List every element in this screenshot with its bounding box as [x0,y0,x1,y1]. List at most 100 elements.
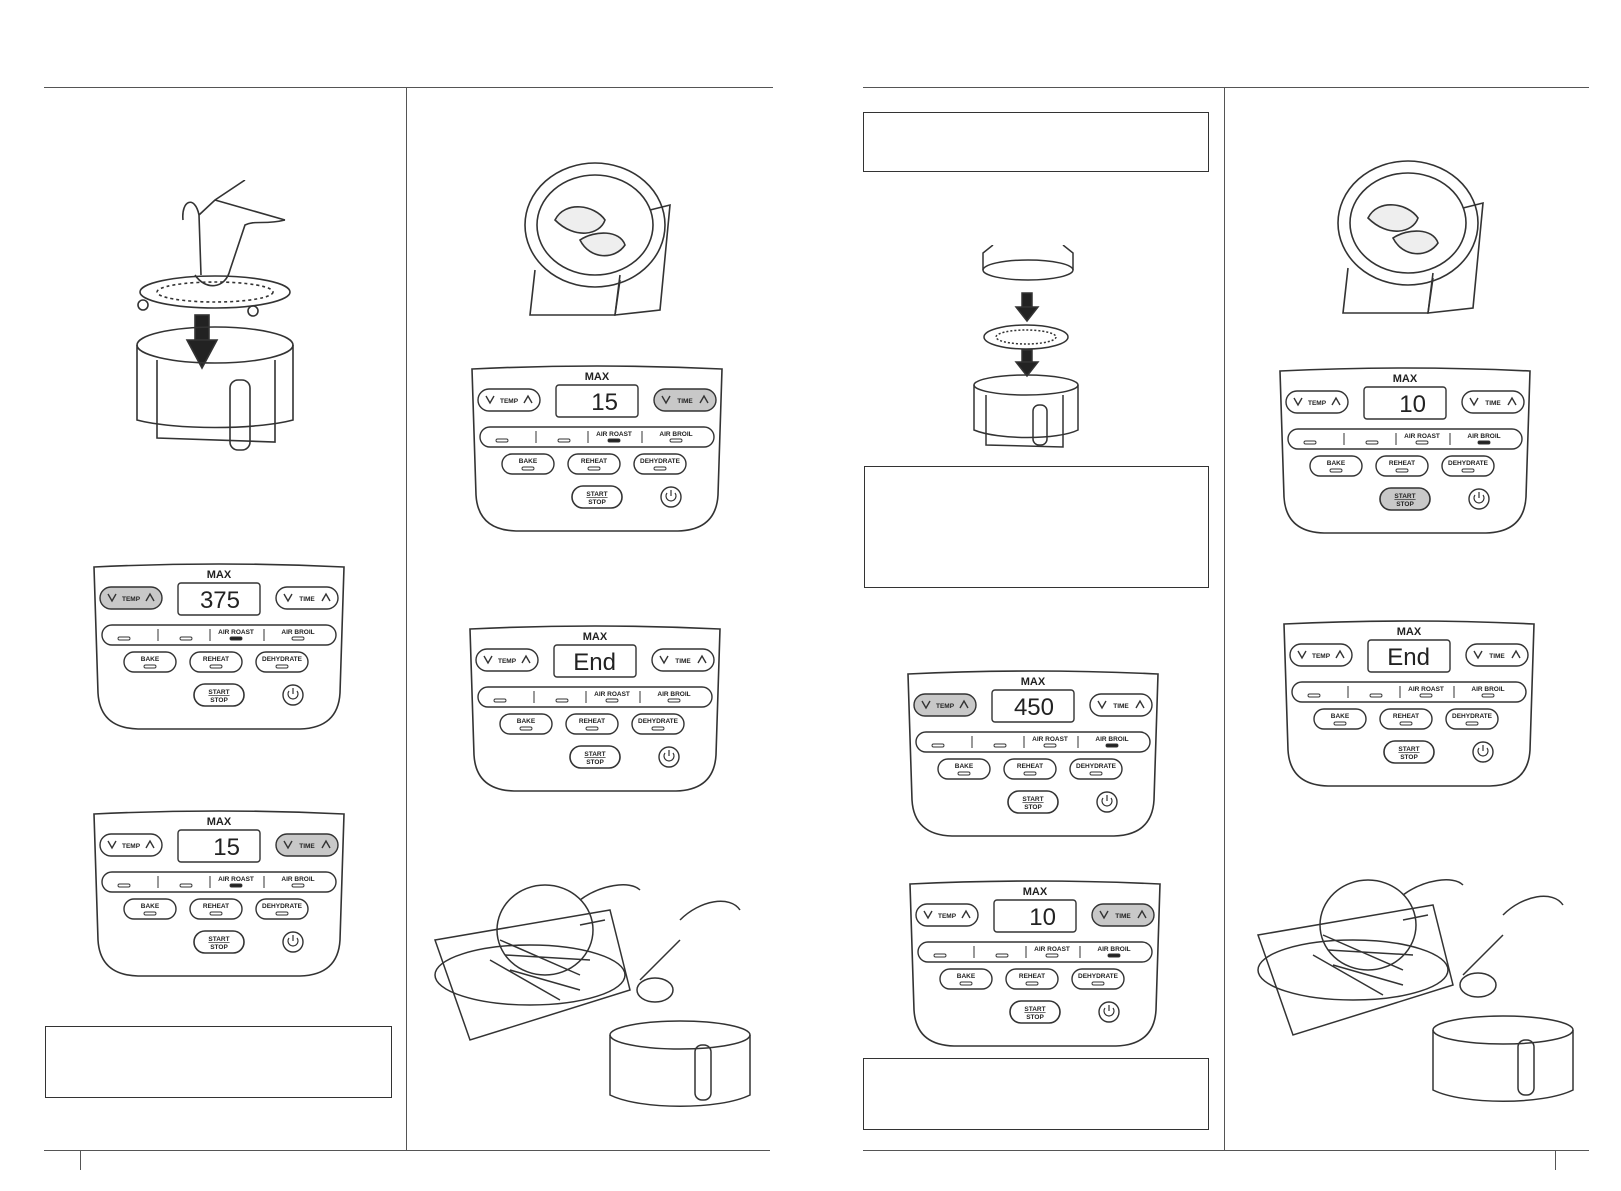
start-stop-button[interactable] [571,485,623,509]
temp-button[interactable] [475,648,539,672]
chevron-up-icon[interactable] [1137,909,1147,919]
bake-button-label: BAKE [957,973,976,980]
chevron-down-icon[interactable] [661,395,671,405]
chevron-up-icon[interactable] [699,394,709,404]
chevron-up-icon[interactable] [961,909,971,919]
dehydrate-button[interactable] [1441,455,1495,477]
reheat-button[interactable] [567,453,621,475]
reheat-button[interactable] [1379,708,1433,730]
dehydrate-button[interactable] [631,713,685,735]
chevron-up-icon[interactable] [321,839,331,849]
reheat-button[interactable] [565,713,619,735]
temp-button[interactable] [477,388,541,412]
chevron-up-icon[interactable] [1331,396,1341,406]
chevron-up-icon[interactable] [145,839,155,849]
reheat-button[interactable] [1005,968,1059,990]
serving-food-illustration-2 [1253,875,1593,1115]
power-button[interactable] [1096,791,1118,813]
time-button[interactable] [1089,693,1153,717]
rack-and-crisper-plate-illustration [968,244,1088,450]
chevron-up-icon[interactable] [523,394,533,404]
chevron-down-icon[interactable] [659,655,669,665]
chevron-down-icon[interactable] [483,655,493,665]
dehydrate-button[interactable] [255,898,309,920]
temp-button[interactable] [1285,390,1349,414]
power-button[interactable] [282,684,304,706]
temp-button[interactable] [915,903,979,927]
power-button[interactable] [660,486,682,508]
chevron-down-icon[interactable] [107,593,117,603]
start-stop-button[interactable] [1007,790,1059,814]
dehydrate-button[interactable] [633,453,687,475]
chevron-up-icon[interactable] [1511,649,1521,659]
power-button[interactable] [282,931,304,953]
dehydrate-button[interactable] [1445,708,1499,730]
temp-button[interactable] [1289,643,1353,667]
mode-air-broil-label: AIR BROIL [1471,686,1504,693]
start-stop-button[interactable] [1383,740,1435,764]
chevron-up-icon[interactable] [321,592,331,602]
chevron-down-icon[interactable] [107,840,117,850]
bake-button[interactable] [501,453,555,475]
chevron-down-icon[interactable] [283,840,293,850]
temp-label: TEMP [1308,400,1327,407]
power-button[interactable] [658,746,680,768]
start-stop-button[interactable] [193,683,245,707]
power-button[interactable] [1472,741,1494,763]
chevron-down-icon[interactable] [1097,700,1107,710]
chevron-up-icon[interactable] [521,654,531,664]
power-button[interactable] [1468,488,1490,510]
bake-button[interactable] [1313,708,1367,730]
power-button[interactable] [1098,1001,1120,1023]
reheat-button[interactable] [189,898,243,920]
time-button[interactable] [1465,643,1529,667]
start-stop-button[interactable] [569,745,621,769]
dehydrate-button[interactable] [1069,758,1123,780]
dehydrate-button[interactable] [255,651,309,673]
max-label: MAX [207,569,232,581]
chevron-down-icon[interactable] [1469,397,1479,407]
time-button[interactable] [275,833,339,857]
reheat-button[interactable] [1003,758,1057,780]
bake-button-label: BAKE [141,903,160,910]
start-stop-button[interactable] [1379,487,1431,511]
temp-button[interactable] [99,833,163,857]
chevron-down-icon[interactable] [1473,650,1483,660]
time-label: TIME [1113,703,1129,710]
chevron-up-icon[interactable] [1135,699,1145,709]
max-label: MAX [1023,886,1048,898]
chevron-up-icon[interactable] [959,699,969,709]
chevron-down-icon[interactable] [1099,910,1109,920]
reheat-button-label: REHEAT [203,656,229,663]
start-stop-button[interactable] [193,930,245,954]
bake-button[interactable] [939,968,993,990]
bake-button[interactable] [123,898,177,920]
bake-button[interactable] [123,651,177,673]
chevron-down-icon[interactable] [1293,397,1303,407]
bake-button[interactable] [937,758,991,780]
time-button[interactable] [275,586,339,610]
time-button[interactable] [1091,903,1155,927]
chevron-down-icon[interactable] [485,395,495,405]
bake-button[interactable] [1309,455,1363,477]
time-button[interactable] [651,648,715,672]
bake-button[interactable] [499,713,553,735]
start-stop-button[interactable] [1009,1000,1061,1024]
time-button[interactable] [653,388,717,412]
air-roast-indicator [229,883,243,888]
chevron-down-icon[interactable] [921,700,931,710]
reheat-button[interactable] [189,651,243,673]
chevron-up-icon[interactable] [1335,649,1345,659]
temp-button[interactable] [913,693,977,717]
chevron-down-icon[interactable] [923,910,933,920]
chevron-up-icon[interactable] [697,654,707,664]
reheat-button[interactable] [1375,455,1429,477]
dehydrate-button[interactable] [1071,968,1125,990]
chevron-up-icon[interactable] [1507,396,1517,406]
chevron-up-icon[interactable] [145,592,155,602]
bake-button-label: BAKE [141,656,160,663]
chevron-down-icon[interactable] [283,593,293,603]
time-button[interactable] [1461,390,1525,414]
chevron-down-icon[interactable] [1297,650,1307,660]
temp-button[interactable] [99,586,163,610]
